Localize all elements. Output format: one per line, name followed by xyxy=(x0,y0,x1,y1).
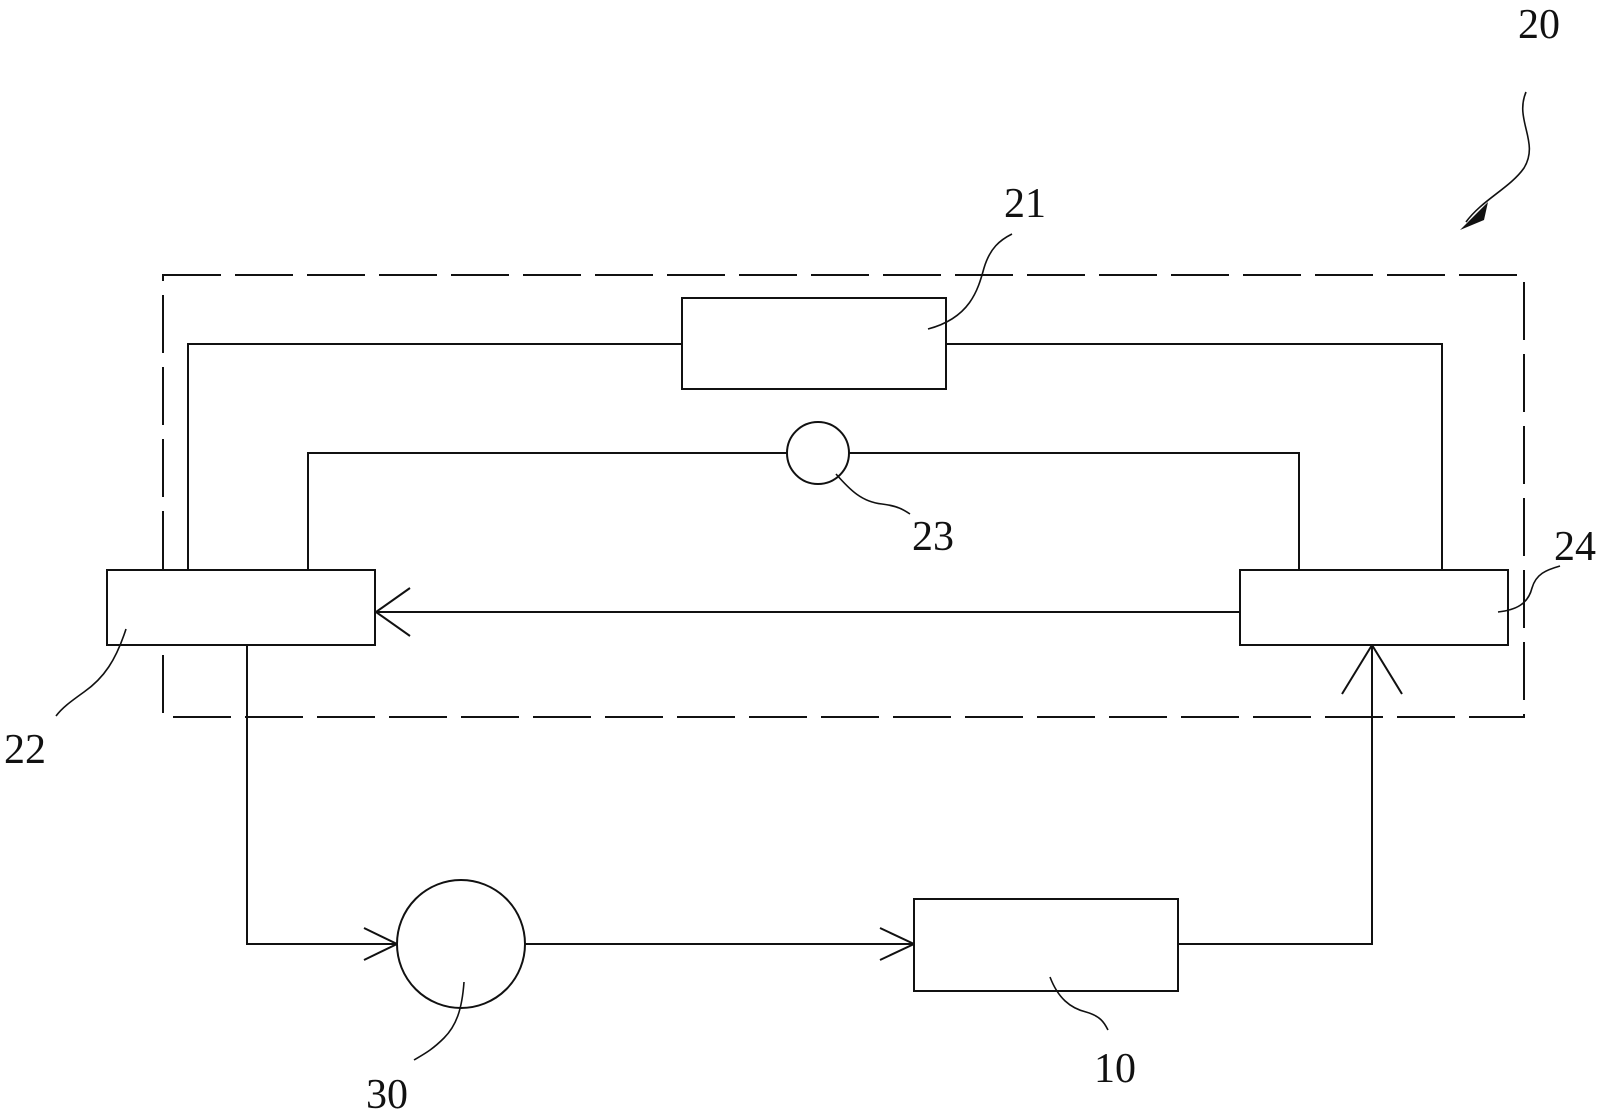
leader-10 xyxy=(1049,976,1109,1031)
line-22-to-23 xyxy=(307,452,787,570)
label-30: 30 xyxy=(366,1072,408,1118)
label-23: 23 xyxy=(912,514,954,560)
leader-24 xyxy=(1497,565,1561,613)
system-boundary-dashed xyxy=(162,274,1525,718)
leader-30 xyxy=(413,981,465,1061)
component-10-box xyxy=(913,898,1179,992)
leader-22 xyxy=(55,628,127,717)
label-24: 24 xyxy=(1554,524,1596,570)
component-23-circle xyxy=(786,421,850,485)
leader-20-arrowhead xyxy=(1460,202,1488,230)
line-22-to-21 xyxy=(187,343,682,570)
line-10-to-24 xyxy=(1178,645,1373,945)
component-22-box xyxy=(106,569,376,646)
label-22: 22 xyxy=(4,727,46,773)
component-21-box xyxy=(681,297,947,390)
leader-20-arrow xyxy=(1465,91,1531,223)
component-24-box xyxy=(1239,569,1509,646)
label-10: 10 xyxy=(1094,1046,1136,1092)
component-30-circle xyxy=(396,879,526,1009)
line-23-to-24 xyxy=(849,452,1300,570)
label-20: 20 xyxy=(1518,2,1560,48)
line-21-to-24 xyxy=(946,343,1443,570)
label-21: 21 xyxy=(1004,181,1046,227)
leader-23 xyxy=(835,473,911,515)
line-22-to-30 xyxy=(246,645,397,945)
leader-21 xyxy=(927,233,1013,330)
